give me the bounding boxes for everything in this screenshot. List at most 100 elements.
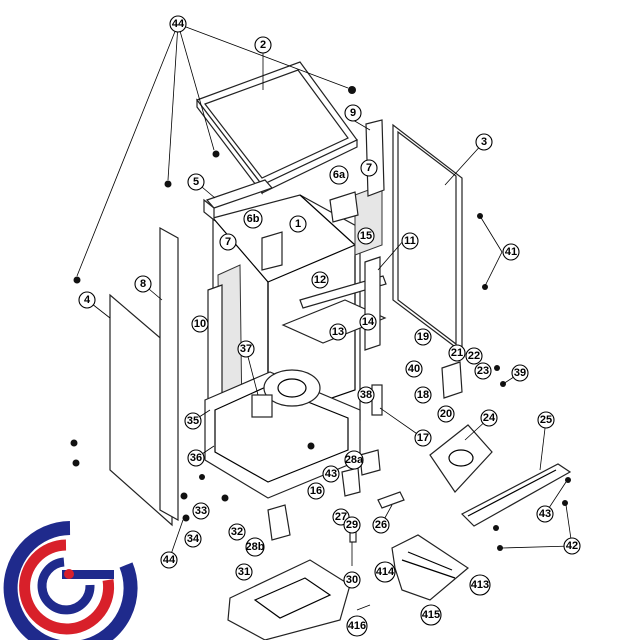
callout-28a: 28a [344, 450, 364, 470]
svg-text:8: 8 [140, 278, 146, 290]
svg-text:41: 41 [505, 246, 517, 258]
svg-text:16: 16 [310, 485, 322, 497]
callout-18: 18 [414, 386, 432, 404]
svg-text:1: 1 [295, 218, 301, 230]
svg-text:9: 9 [350, 107, 356, 119]
svg-text:36: 36 [190, 452, 202, 464]
svg-text:28a: 28a [345, 454, 364, 466]
callout-38: 38 [357, 386, 375, 404]
svg-text:3: 3 [481, 136, 487, 148]
top-panel [196, 61, 358, 195]
svg-text:38: 38 [360, 389, 372, 401]
callout-43-center: 43 [322, 465, 340, 483]
svg-text:37: 37 [240, 343, 252, 355]
base-tub [204, 369, 361, 499]
callout-6a: 6a [329, 165, 349, 185]
svg-text:28b: 28b [246, 541, 265, 553]
callout-31: 31 [235, 563, 253, 581]
callout-44-top: 44 [169, 15, 187, 33]
svg-text:44: 44 [172, 18, 185, 30]
svg-text:30: 30 [346, 574, 358, 586]
callout-13: 13 [329, 323, 347, 341]
callout-6b: 6b [243, 209, 263, 229]
svg-text:33: 33 [195, 505, 207, 517]
svg-text:413: 413 [471, 579, 489, 591]
callout-4: 4 [78, 291, 96, 309]
callout-16: 16 [307, 482, 325, 500]
callout-413: 413 [469, 574, 491, 596]
callout-415: 415 [420, 604, 442, 626]
callout-32: 32 [228, 523, 246, 541]
callout-15: 15 [357, 227, 375, 245]
callout-17: 17 [414, 429, 432, 447]
svg-text:15: 15 [360, 230, 372, 242]
callout-20: 20 [437, 405, 455, 423]
callout-21: 21 [448, 344, 466, 362]
svg-text:11: 11 [404, 235, 416, 247]
svg-text:43: 43 [539, 508, 551, 520]
filter-plate [429, 424, 493, 493]
svg-text:32: 32 [231, 526, 243, 538]
svg-text:414: 414 [376, 566, 395, 578]
callout-40: 40 [405, 360, 423, 378]
svg-text:31: 31 [238, 566, 250, 578]
svg-text:22: 22 [468, 350, 480, 362]
svg-text:25: 25 [540, 414, 552, 426]
callout-39: 39 [511, 364, 529, 382]
callout-7-left: 7 [219, 233, 237, 251]
callout-14: 14 [359, 313, 377, 331]
svg-text:20: 20 [440, 408, 452, 420]
svg-text:24: 24 [483, 412, 496, 424]
svg-text:7: 7 [366, 162, 372, 174]
callout-28b: 28b [245, 537, 265, 557]
callout-3: 3 [475, 133, 493, 151]
callout-1: 1 [289, 215, 307, 233]
callout-9: 9 [344, 104, 362, 122]
svg-text:18: 18 [417, 389, 429, 401]
svg-text:14: 14 [362, 316, 375, 328]
svg-text:21: 21 [451, 347, 463, 359]
svg-text:5: 5 [193, 176, 199, 188]
callout-19: 19 [414, 328, 432, 346]
svg-text:23: 23 [477, 365, 489, 377]
callout-43-right: 43 [536, 505, 554, 523]
svg-text:12: 12 [314, 274, 326, 286]
svg-text:4: 4 [84, 294, 91, 306]
callout-42: 42 [563, 537, 581, 555]
svg-text:6b: 6b [247, 213, 260, 225]
callout-36: 36 [187, 449, 205, 467]
callout-41: 41 [502, 243, 520, 261]
callout-11: 11 [401, 232, 419, 250]
svg-text:35: 35 [187, 415, 199, 427]
callout-416: 416 [346, 615, 368, 637]
svg-text:13: 13 [332, 326, 344, 338]
callout-37: 37 [237, 340, 255, 358]
svg-text:39: 39 [514, 367, 526, 379]
brand-swirl-logo [3, 521, 138, 640]
callout-414: 414 [374, 561, 396, 583]
callout-33: 33 [192, 502, 210, 520]
svg-text:26: 26 [375, 519, 387, 531]
svg-text:6a: 6a [333, 169, 346, 181]
svg-text:10: 10 [194, 318, 206, 330]
kick-plate [460, 463, 572, 527]
rear-panel [392, 123, 463, 354]
svg-text:415: 415 [422, 609, 440, 621]
callout-25: 25 [537, 411, 555, 429]
callout-5: 5 [187, 173, 205, 191]
callout-12: 12 [311, 271, 329, 289]
callout-8: 8 [134, 275, 152, 293]
brackets [261, 119, 385, 271]
callout-23: 23 [474, 362, 492, 380]
callout-34: 34 [184, 530, 202, 548]
svg-text:416: 416 [348, 620, 366, 632]
callout-10: 10 [191, 315, 209, 333]
callout-7-right: 7 [360, 159, 378, 177]
callout-22: 22 [465, 347, 483, 365]
callout-44-bottom: 44 [160, 551, 178, 569]
svg-text:19: 19 [417, 331, 429, 343]
callout-24: 24 [480, 409, 498, 427]
svg-text:17: 17 [417, 432, 429, 444]
svg-text:43: 43 [325, 468, 337, 480]
